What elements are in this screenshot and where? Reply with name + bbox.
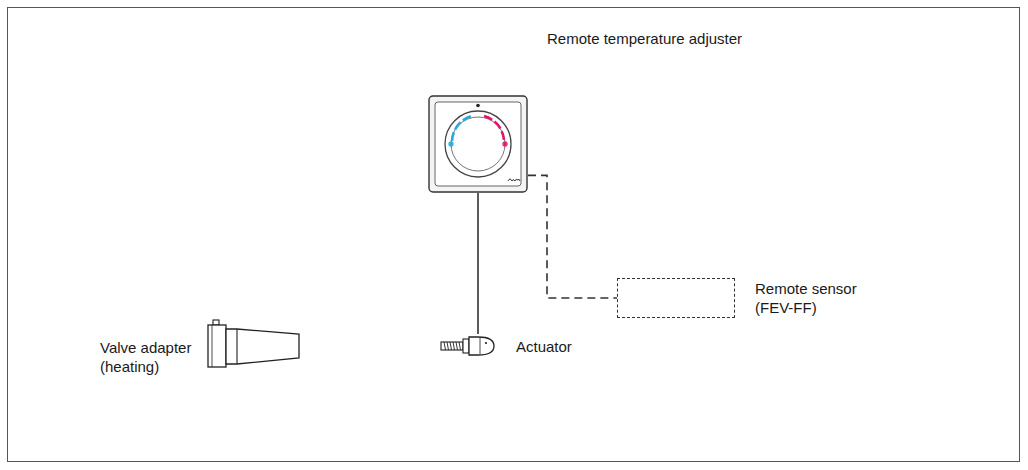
part-label: Valve adapter (heating) [100, 338, 200, 376]
part-label: Actuator [516, 337, 572, 356]
valve-adapter: Valve adapter (heating) [207, 319, 301, 371]
part-label: Remote temperature adjuster [547, 29, 742, 48]
part-label: Remote sensor (FEV-FF) [755, 279, 865, 317]
dashed-connector [528, 175, 617, 298]
actuator-illustration [440, 334, 496, 358]
solid-connector [477, 193, 479, 334]
temperature-adjuster: Remote temperature adjuster [428, 95, 528, 193]
actuator: Actuator [440, 334, 496, 358]
diagram-frame [7, 7, 1020, 462]
dial-illustration [428, 95, 528, 193]
valve-adapter-illustration [207, 319, 301, 371]
remote-sensor-box: Remote sensor (FEV-FF) [617, 278, 735, 318]
